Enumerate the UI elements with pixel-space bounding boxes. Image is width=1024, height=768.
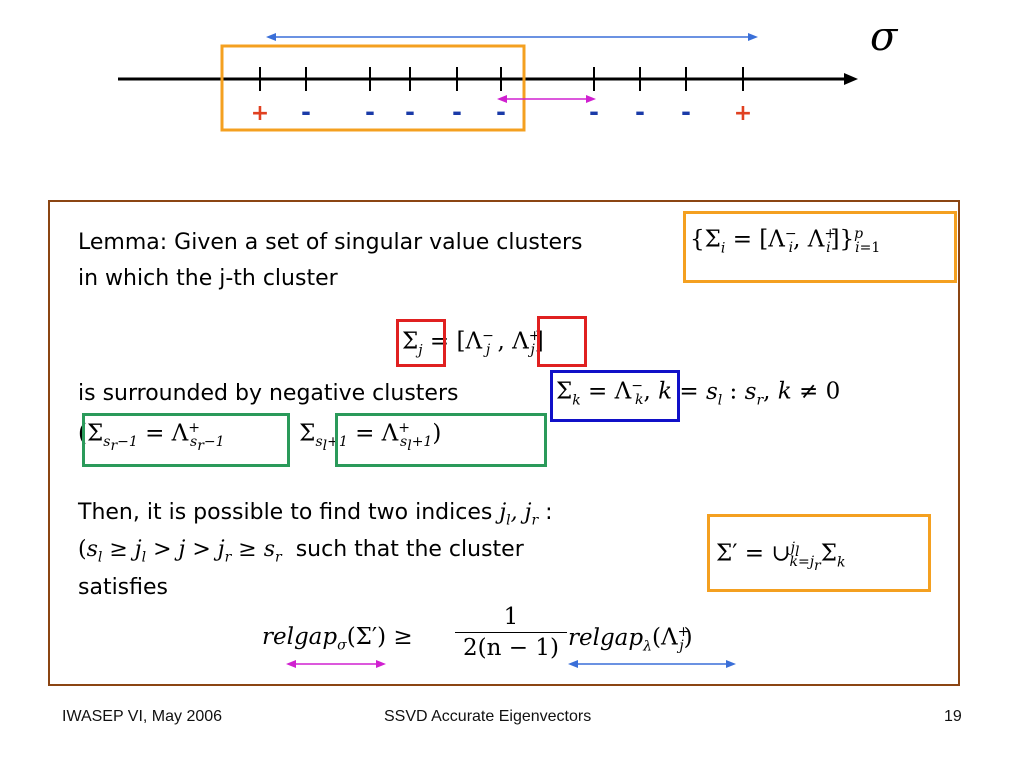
lemma-line-1: Lemma: Given a set of singular value clu… — [78, 230, 583, 255]
cluster-set-formula: {Σi = [Λ−i, Λ+i]}pi=1 — [690, 226, 881, 257]
relgap-lambda: relgapλ(Λ+j) — [568, 624, 693, 655]
minus-sign: - — [681, 98, 691, 126]
sigma-j-box — [396, 319, 446, 367]
fraction-bar — [455, 632, 567, 633]
minus-sign: - — [301, 98, 311, 126]
page-number: 19 — [944, 708, 962, 725]
left-neighbor-box — [82, 413, 290, 467]
lambda-j-plus-box — [537, 316, 587, 367]
blue-range-arrow — [266, 33, 758, 41]
minus-sign: - — [496, 98, 506, 126]
lemma-box — [48, 200, 960, 686]
fraction-denominator: 2(n − 1) — [463, 635, 559, 661]
right-neighbor-box — [335, 413, 547, 467]
cluster-signs: + - - - - - - - - + — [251, 98, 752, 126]
minus-sign: - — [635, 98, 645, 126]
sigma-label: σ — [870, 14, 898, 60]
sigma-axis — [118, 73, 858, 85]
union-cluster-box — [707, 514, 931, 592]
plus-sign: + — [251, 101, 269, 126]
number-line-diagram: + - - - - - - - - + — [118, 33, 858, 132]
lemma-line-2: in which the j-th cluster — [78, 266, 338, 291]
lemma-line-6: Then, it is possible to find two indices… — [78, 500, 553, 529]
minus-sign: - — [365, 98, 375, 126]
blue-formula-arrow — [568, 660, 736, 668]
negative-cluster-formula: Σk = Λ−k, k = sl : sr, k ≠ 0 — [556, 378, 841, 409]
cluster-highlight-box — [220, 44, 526, 132]
formula-arrows — [286, 660, 736, 668]
fraction-numerator: 1 — [503, 604, 519, 630]
minus-sign: - — [589, 98, 599, 126]
minus-sign: - — [405, 98, 415, 126]
cluster-j-formula: Σj = [Λ−j , Λ+j] — [402, 328, 544, 359]
minus-sign: - — [452, 98, 462, 126]
relgap-sigma: relgapσ(Σ′) ≥ — [262, 624, 413, 654]
lemma-line-8: satisfies — [78, 575, 168, 600]
plus-sign: + — [734, 101, 752, 126]
cluster-set-box — [683, 211, 957, 283]
magenta-gap-arrow — [497, 95, 596, 103]
union-cluster-formula: Σ′ = ∪jlk=jrΣk — [716, 540, 846, 575]
fraction: 1 2(n − 1) — [455, 604, 567, 661]
magenta-formula-arrow — [286, 660, 386, 668]
footer-center: SSVD Accurate Eigenvectors — [384, 708, 592, 725]
neighbor-clusters-formula: (Σsr−1 = Λ+sr−1 Σsl+1 = Λ+sl+1) — [78, 420, 442, 455]
footer-left: IWASEP VI, May 2006 — [62, 708, 223, 725]
axis-ticks — [259, 67, 744, 91]
lemma-line-7: (sl ≥ jl > j > jr ≥ sr such that the clu… — [78, 537, 524, 566]
lemma-line-4: is surrounded by negative clusters — [78, 381, 459, 406]
negative-cluster-box — [550, 370, 680, 422]
